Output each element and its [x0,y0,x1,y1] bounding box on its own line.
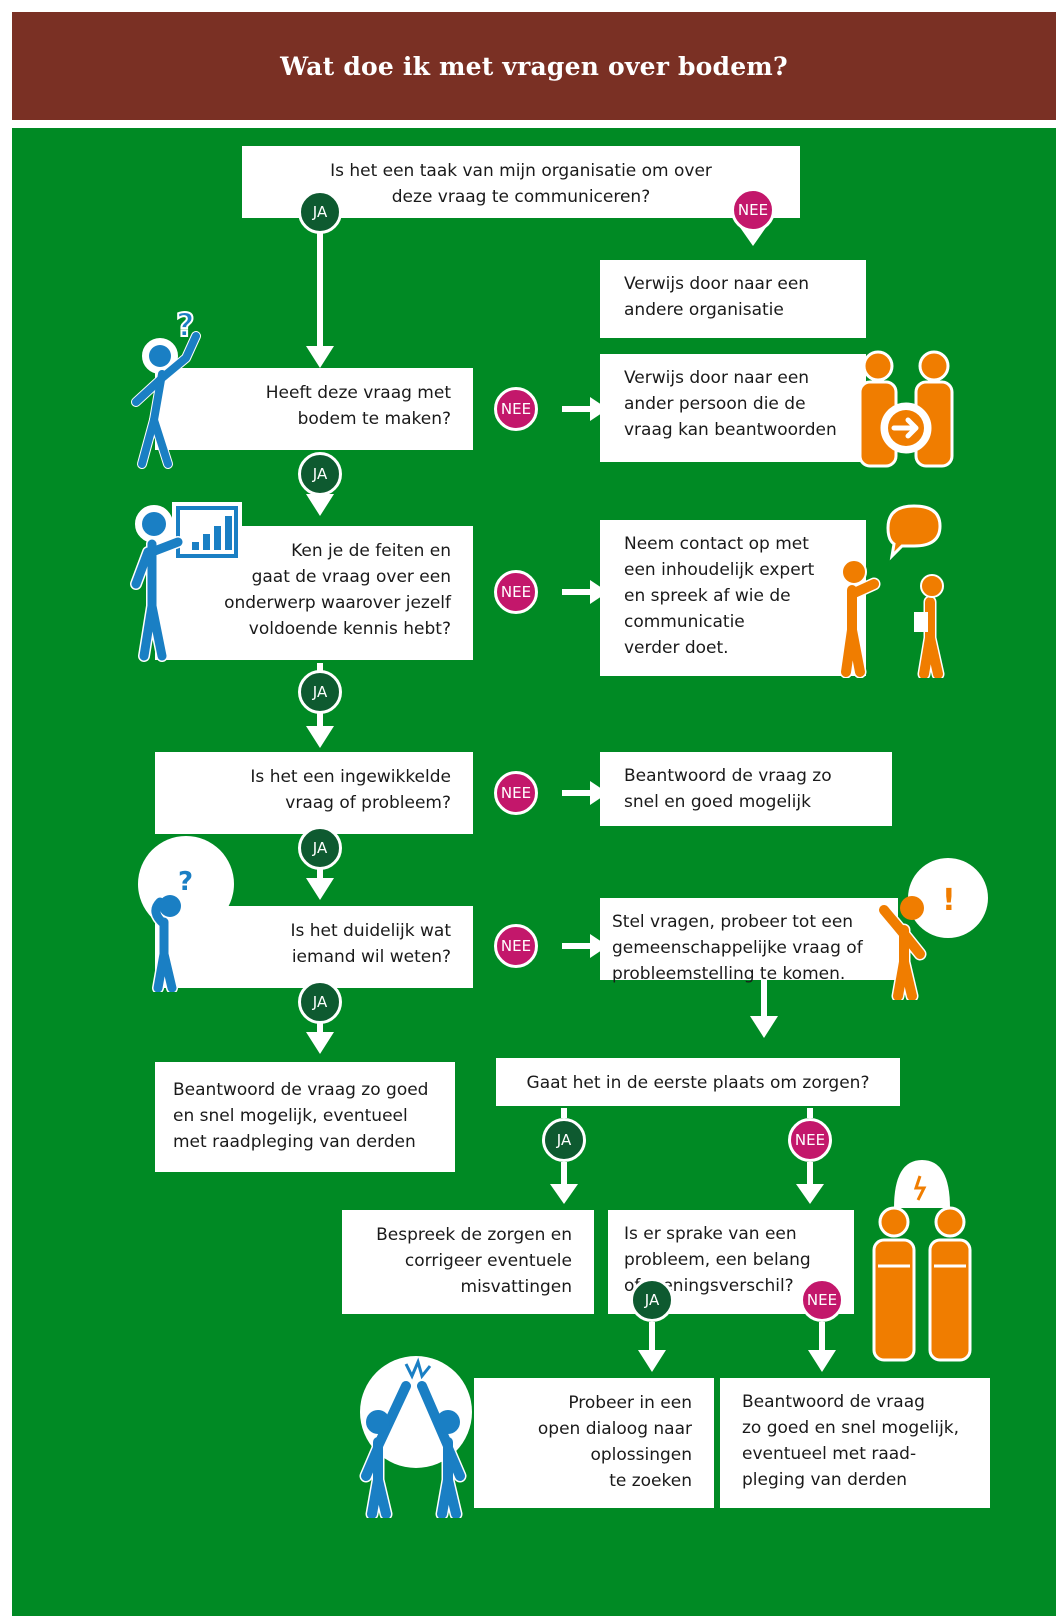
flowchart-panel: Is het een taak van mijn organisatie om … [12,128,1056,1616]
result-text: Beantwoord de vraag zo goed en snel moge… [742,1392,960,1490]
ja-badge: JA [298,670,342,714]
result-text: Beantwoord de vraag zo snel en goed moge… [624,766,832,812]
svg-text:?: ? [178,867,193,897]
ja-badge: JA [298,190,342,234]
nee-badge: NEE [788,1118,832,1162]
result-box-answer-well: Beantwoord de vraag zo goed en snel moge… [720,1378,990,1508]
result-text: Stel vragen, probeer tot een gemeenschap… [612,912,863,984]
forward-people-icon [858,350,954,468]
result-box-refer-person: Verwijs door naar een ander persoon die … [600,354,866,462]
ja-badge: JA [298,452,342,496]
result-text: Bespreek de zorgen en corrigeer eventuel… [376,1225,572,1297]
high-five-icon [359,1356,472,1518]
thinking-person-icon: ? [131,308,201,469]
nee-badge: NEE [494,570,538,614]
question-box-complex: Is het een ingewikkelde vraag of problee… [155,752,473,834]
confused-person-icon: ? [138,836,234,992]
question-text: Gaat het in de eerste plaats om zorgen? [526,1073,870,1093]
question-box-soil: Heeft deze vraag met bodem te maken? [155,368,473,450]
presenter-chart-icon [130,502,242,662]
nee-badge: NEE [731,188,775,232]
svg-text:?: ? [176,308,195,344]
question-text: Is het duidelijk wat iemand wil weten? [290,921,451,967]
nee-badge: NEE [494,924,538,968]
result-text: Verwijs door naar een andere organisatie [624,274,810,320]
result-box-open-dialogue: Probeer in een open dialoog naar oplossi… [474,1378,714,1508]
nee-badge: NEE [494,387,538,431]
ja-badge: JA [298,980,342,1024]
result-box-answer-third-parties: Beantwoord de vraag zo goed en snel moge… [155,1062,455,1172]
ja-badge: JA [298,826,342,870]
nee-badge: NEE [800,1278,844,1322]
result-box-refer-organisation: Verwijs door naar een andere organisatie [600,260,866,338]
nee-badge: NEE [494,771,538,815]
svg-text:!: ! [942,883,956,918]
result-box-ask-questions: Stel vragen, probeer tot een gemeenschap… [600,898,898,984]
result-text: Neem contact op met een inhoudelijk expe… [624,534,815,658]
page-title: Wat doe ik met vragen over bodem? [280,51,788,81]
talking-people-icon [839,504,945,678]
angry-people-icon [872,1160,972,1362]
result-text: Beantwoord de vraag zo goed en snel moge… [173,1080,429,1152]
result-box-discuss-concerns: Bespreek de zorgen en corrigeer eventuel… [342,1210,594,1314]
result-box-answer-quick: Beantwoord de vraag zo snel en goed moge… [600,752,892,826]
question-text: Is het een taak van mijn organisatie om … [330,161,712,207]
question-text: Is er sprake van een probleem, een belan… [624,1224,811,1296]
question-box-concerns: Gaat het in de eerste plaats om zorgen? [496,1058,900,1106]
result-text: Probeer in een open dialoog naar oplossi… [537,1393,692,1491]
result-text: Verwijs door naar een ander persoon die … [624,368,837,440]
ja-badge: JA [630,1278,674,1322]
question-text: Ken je de feiten en gaat de vraag over e… [224,541,451,639]
ja-badge: JA [542,1118,586,1162]
idea-person-icon: ! [877,858,988,1000]
question-text: Heeft deze vraag met bodem te maken? [265,383,451,429]
result-box-contact-expert: Neem contact op met een inhoudelijk expe… [600,520,866,676]
header-banner: Wat doe ik met vragen over bodem? [12,12,1056,120]
question-text: Is het een ingewikkelde vraag of problee… [250,767,451,813]
